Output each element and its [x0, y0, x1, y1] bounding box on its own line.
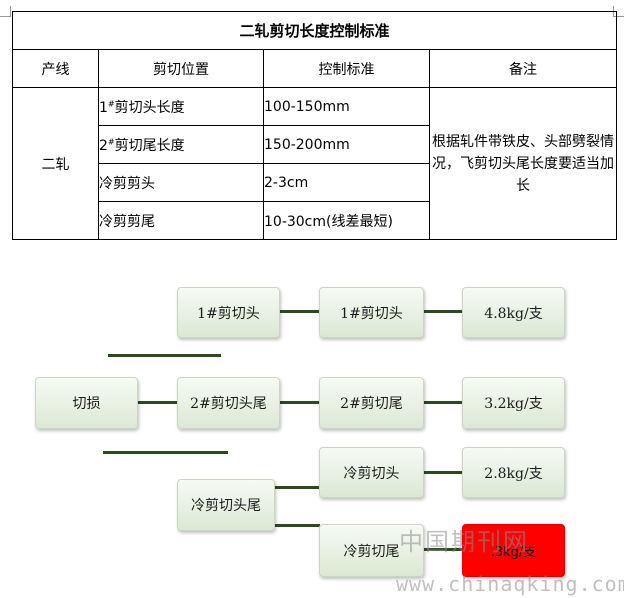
table-row-position: 2#剪切尾长度	[98, 125, 264, 164]
position-text: 剪切尾长度	[114, 137, 185, 154]
position-text: 冷剪剪尾	[99, 213, 155, 230]
position-number: 2	[99, 137, 108, 154]
box-1-shear-head-detail: 1#剪切头	[319, 287, 424, 338]
watermark-text-cn: 中国期刊网	[399, 528, 529, 556]
box-cold-shear-head: 冷剪切头	[319, 447, 424, 498]
box-value-4-8: 4.8kg/支	[462, 287, 565, 338]
table-row-standard: 2-3cm	[263, 163, 430, 202]
table-row-standard: 100-150mm	[263, 87, 430, 126]
position-sup: #	[107, 136, 115, 146]
box-value-highlight: .3kg/支	[462, 524, 565, 577]
header-standard: 控制标准	[263, 49, 430, 88]
connector-d1-d2	[274, 486, 320, 489]
table-row-position: 冷剪剪尾	[98, 201, 264, 240]
position-text: 冷剪剪头	[99, 175, 155, 192]
box-2-shear-tail: 2#剪切尾	[319, 377, 424, 429]
table-row-position: 1#剪切头长度	[98, 87, 264, 126]
table-row-standard: 150-200mm	[263, 125, 430, 164]
separator-line-2	[103, 451, 228, 454]
connector-root-c1	[136, 401, 178, 404]
separator-line-1	[108, 354, 221, 357]
corner-mark-left	[0, 6, 11, 17]
connector-d3-v4	[422, 548, 462, 551]
box-1-shear-head: 1#剪切头	[177, 287, 280, 338]
position-number: 1	[99, 99, 108, 116]
box-cold-shear-tail: 冷剪切尾	[319, 524, 424, 577]
connector-c2-v2	[422, 401, 462, 404]
box-value-2-8: 2.8kg/支	[462, 447, 565, 498]
watermark-url: www.chinaqking.com	[396, 572, 624, 596]
position-sup: #	[107, 98, 115, 108]
header-line: 产线	[12, 49, 99, 88]
header-position: 剪切位置	[98, 49, 264, 88]
table-row-position: 冷剪剪头	[98, 163, 264, 202]
table-row-standard: 10-30cm(线差最短)	[263, 201, 430, 240]
connector-c1-c2	[280, 401, 320, 404]
production-line-cell: 二轧	[12, 87, 99, 240]
connector-b1-b2	[280, 310, 320, 313]
connector-d2-v3	[422, 471, 462, 474]
box-2-shear-head-tail: 2#剪切头尾	[177, 377, 280, 429]
box-cold-shear-head-tail: 冷剪切头尾	[177, 479, 275, 531]
note-cell: 根据轧件带铁皮、头部劈裂情况，飞剪切头尾长度要适当加长	[428, 87, 618, 240]
box-root-cutting-loss: 切损	[35, 377, 138, 429]
box-value-3-2: 3.2kg/支	[462, 377, 565, 429]
header-note: 备注	[428, 49, 618, 88]
connector-d1-d3	[268, 524, 320, 527]
shear-length-standard-table: 二轧剪切长度控制标准 产线 剪切位置 控制标准 备注 二轧 1#剪切头长度 10…	[11, 11, 618, 240]
position-text: 剪切头长度	[114, 99, 185, 116]
table-title: 二轧剪切长度控制标准	[11, 11, 618, 50]
connector-b2-v1	[422, 310, 462, 313]
